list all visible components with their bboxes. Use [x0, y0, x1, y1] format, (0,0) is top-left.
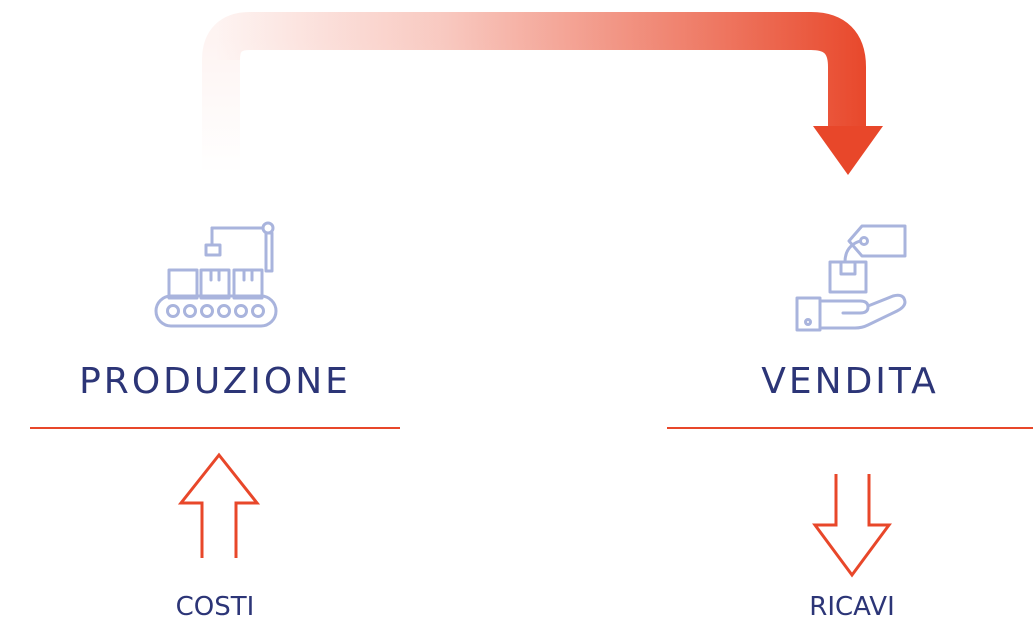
flow-label-ricavi: RICAVI	[809, 592, 895, 622]
factory-conveyor-icon	[154, 221, 278, 328]
hand-box-price-tag-icon	[795, 224, 907, 332]
divider-vendita	[667, 427, 1033, 429]
divider-produzione	[30, 427, 400, 429]
flow-label-costi: COSTI	[175, 592, 255, 622]
node-title-vendita: VENDITA	[761, 361, 939, 402]
flow-connector-arrow	[202, 12, 883, 175]
down-arrow	[812, 474, 892, 578]
node-title-produzione: PRODUZIONE	[79, 361, 351, 402]
up-arrow	[177, 452, 261, 558]
